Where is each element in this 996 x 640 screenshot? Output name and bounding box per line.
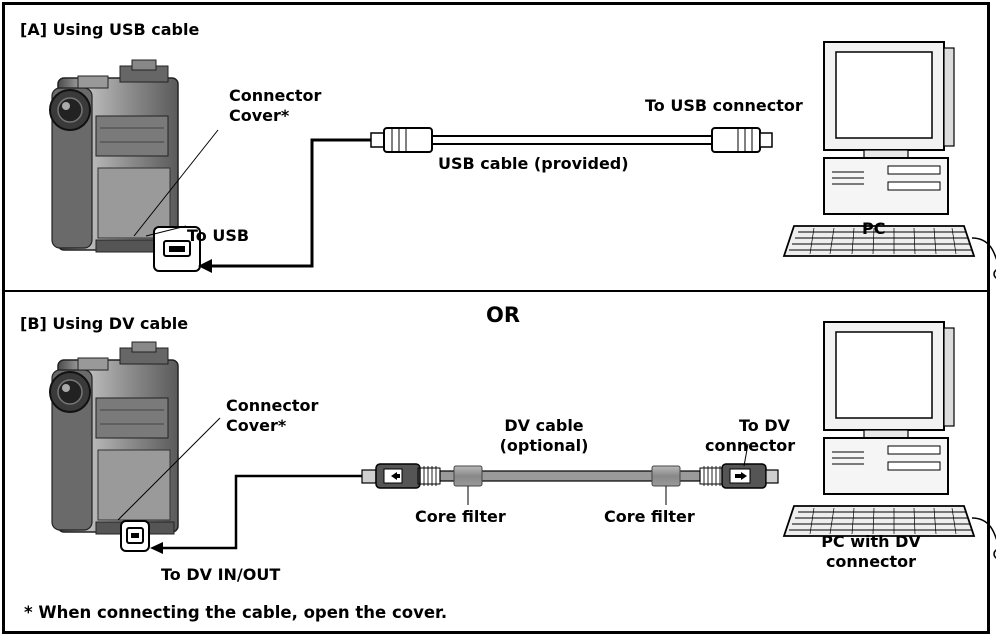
to-usb-leader bbox=[145, 225, 187, 237]
core-filter-label-left: Core filter bbox=[415, 507, 506, 526]
usb-cable bbox=[198, 127, 773, 273]
connector-cover-leader-b bbox=[117, 417, 221, 521]
camcorder-b bbox=[49, 341, 179, 535]
dv-port-icon bbox=[120, 520, 150, 552]
to-dv-connector-label-line1: To DV bbox=[739, 416, 791, 435]
usb-cable-label: USB cable (provided) bbox=[438, 154, 629, 173]
connector-cover-leader-a bbox=[133, 129, 219, 237]
core-filter-label-right: Core filter bbox=[604, 507, 695, 526]
pc-a bbox=[783, 41, 996, 282]
to-dv-inout-label: To DV IN/OUT bbox=[161, 565, 281, 584]
pc-label-a: PC bbox=[862, 219, 886, 238]
to-usb-connector-label: To USB connector bbox=[645, 96, 803, 115]
pc-label-b-line2: connector bbox=[825, 552, 917, 571]
pc-label-b-line1: PC with DV bbox=[821, 532, 921, 551]
usb-port-icon bbox=[153, 226, 201, 272]
to-dv-connector-leader bbox=[743, 443, 749, 467]
section-a-heading: [A] Using USB cable bbox=[20, 20, 200, 39]
footnote: * When connecting the cable, open the co… bbox=[24, 603, 448, 622]
to-usb-label: To USB bbox=[187, 226, 250, 245]
pc-b bbox=[783, 321, 996, 562]
dv-cable-label-line1: DV cable bbox=[504, 416, 584, 435]
connector-cover-label-b-line2: Cover* bbox=[226, 416, 287, 435]
connector-cover-label-a-line2: Cover* bbox=[229, 106, 290, 125]
or-label: OR bbox=[486, 303, 521, 327]
to-dv-connector-label-line2: connector bbox=[705, 436, 796, 455]
camcorder-a bbox=[49, 59, 179, 253]
dv-cable-label-line2: (optional) bbox=[499, 436, 589, 455]
diagram-frame bbox=[2, 2, 990, 634]
connector-cover-label-a-line1: Connector bbox=[229, 86, 322, 105]
connector-cover-label-b-line1: Connector bbox=[226, 396, 319, 415]
dv-cable bbox=[150, 463, 779, 554]
section-b-heading: [B] Using DV cable bbox=[20, 314, 189, 333]
